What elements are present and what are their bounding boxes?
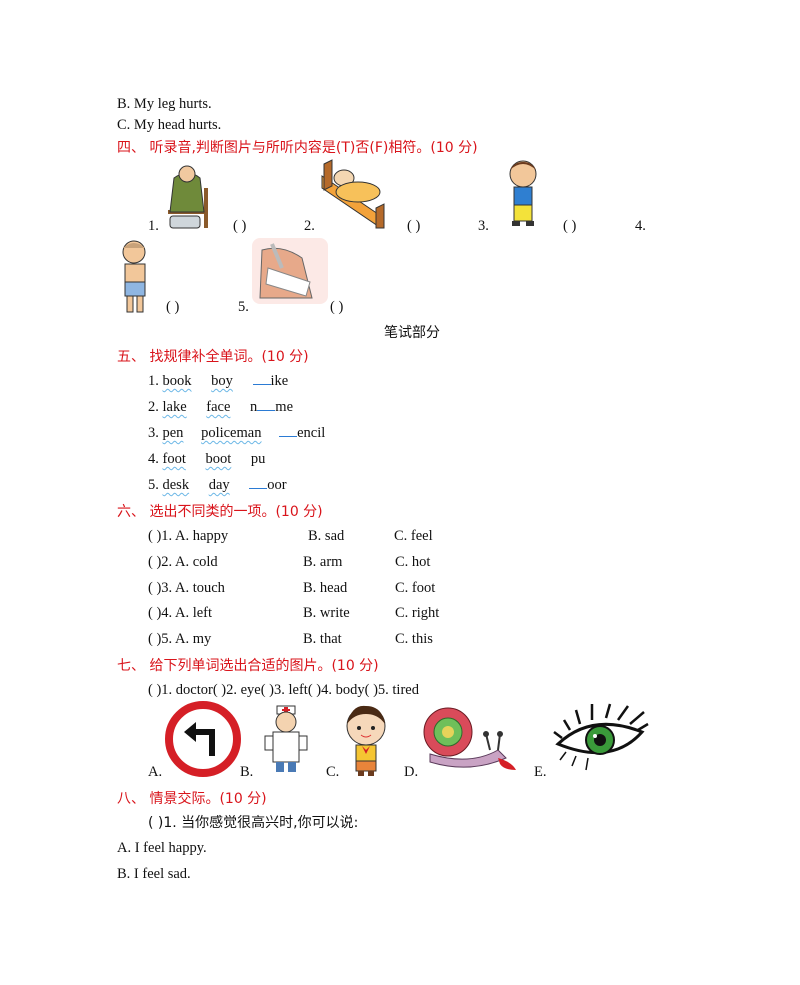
s4-num-3: 3. [478,218,489,234]
s7-word-line[interactable]: ( )1. doctor( )2. eye( )3. left( )4. bod… [148,682,419,698]
s7-label-d: D. [404,764,419,780]
s5-num: 3. [148,425,159,441]
arm-sling-picture [252,238,328,304]
s5-row-5: 5. desk day oor [148,476,287,494]
s4-paren-1[interactable]: ( ) [233,218,247,234]
s5-blank[interactable] [252,372,271,385]
s5-num: 1. [148,373,159,389]
s5-blank[interactable] [279,424,298,437]
s5-word-start: n [250,399,258,415]
s5-blank[interactable] [257,398,276,411]
s5-row-1: 1. book boy ike [148,372,288,390]
s4-paren-4[interactable]: ( ) [166,299,180,315]
s7-label-a: A. [148,764,163,780]
snail-picture [423,707,516,770]
s4-paren-5[interactable]: ( ) [330,299,344,315]
s5-word-end: oor [267,477,287,493]
s5-word-1: pen [162,425,184,441]
s8-q1[interactable]: ( )1. 当你感觉很高兴时,你可以说: [148,815,359,831]
s5-word-2: day [208,477,230,493]
s5-word-2: face [206,399,231,415]
s5-word-2: boy [211,373,233,389]
s5-blank[interactable] [265,450,283,463]
s5-word-2: policeman [201,425,262,441]
s5-word-end: me [275,399,294,415]
eye-picture [553,703,649,771]
s6-q4-c: C. right [395,605,440,621]
s5-word-1: lake [162,399,187,415]
section-6-title: 六、 选出不同类的一项。(10 分) [117,504,323,520]
s5-word-1: foot [162,451,186,467]
s7-label-c: C. [326,764,340,780]
boy-stomachache-picture [122,240,146,313]
sick-person-picture [168,165,208,229]
s6-q5-b: B. that [303,631,342,647]
s4-num-2: 2. [304,218,315,234]
section-7-title: 七、 给下列单词选出合适的图片。(10 分) [117,658,379,674]
s5-word-1: desk [162,477,190,493]
s6-q1[interactable]: ( )1. A. happy [148,528,229,544]
s6-q4[interactable]: ( )4. A. left [148,605,213,621]
s7-label-b: B. [240,764,254,780]
s4-paren-3[interactable]: ( ) [563,218,577,234]
option-b-leg: B. My leg hurts. [117,96,212,112]
s6-q2-c: C. hot [395,554,431,570]
section-4-title: 四、 听录音,判断图片与所听内容是(T)否(F)相符。(10 分) [117,140,478,156]
s6-q2[interactable]: ( )2. A. cold [148,554,218,570]
turn-left-sign-picture [165,701,241,777]
s6-q5-c: C. this [395,631,433,647]
s5-word-1: book [162,373,192,389]
s8-option-a: A. I feel happy. [117,840,207,856]
s5-word-end: ike [270,373,289,389]
section-5-title: 五、 找规律补全单词。(10 分) [117,349,309,365]
s6-q4-b: B. write [303,605,350,621]
s5-num: 2. [148,399,159,415]
section-8-title: 八、 情景交际。(10 分) [117,791,267,807]
person-in-bed-picture [321,159,385,229]
s6-q3[interactable]: ( )3. A. touch [148,580,225,596]
s7-label-e: E. [534,764,547,780]
s4-num-5: 5. [238,299,249,315]
child-picture [346,705,386,776]
s5-num: 5. [148,477,159,493]
boy-waving-picture [509,160,537,226]
s5-word-2: boot [205,451,232,467]
s6-q1-b: B. sad [308,528,345,544]
s5-word-start: pu [250,451,266,467]
s5-row-3: 3. pen policeman encil [148,424,325,442]
s5-row-4: 4. foot boot pu [148,450,283,468]
s5-num: 4. [148,451,159,467]
s4-num-1: 1. [148,218,159,234]
s6-q2-b: B. arm [303,554,343,570]
s4-paren-2[interactable]: ( ) [407,218,421,234]
s5-blank[interactable] [249,476,268,489]
s6-q5[interactable]: ( )5. A. my [148,631,212,647]
s8-option-b: B. I feel sad. [117,866,191,882]
s6-q3-b: B. head [303,580,348,596]
option-c-head: C. My head hurts. [117,117,222,133]
written-part-heading: 笔试部分 [384,325,440,341]
s4-num-4: 4. [635,218,646,234]
s6-q1-c: C. feel [394,528,433,544]
s6-q3-c: C. foot [395,580,436,596]
doctor-picture [264,705,308,772]
s5-row-2: 2. lake face n me [148,398,293,416]
s5-word-end: encil [297,425,326,441]
